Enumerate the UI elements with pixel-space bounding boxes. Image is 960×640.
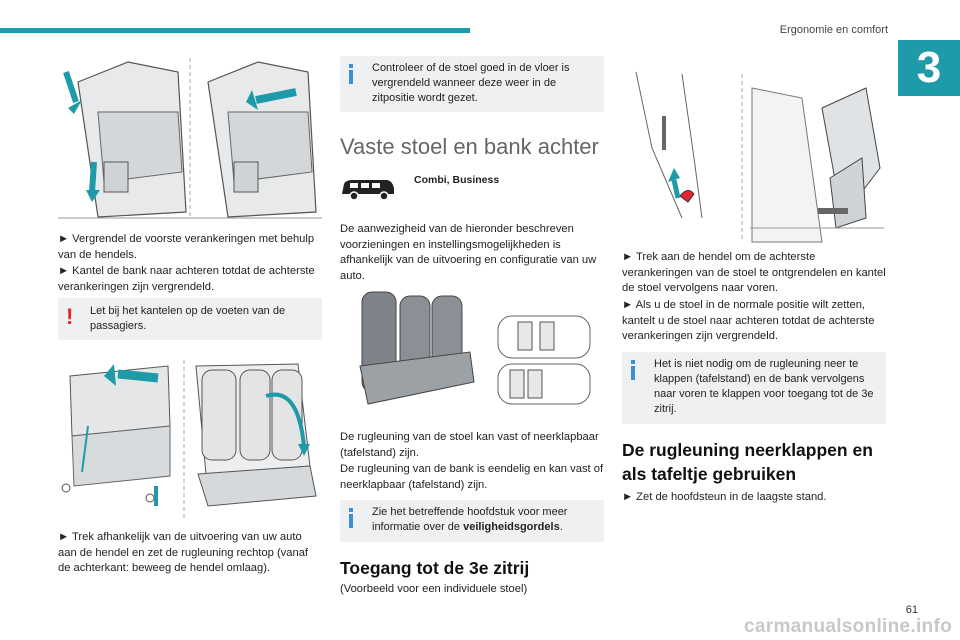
figure-rear-bench	[340, 286, 604, 412]
heading-third-row: Toegang tot de 3e zitrij	[340, 558, 530, 578]
info-note-text: Zie het betreffende hoofdstuk voor meer …	[372, 506, 568, 533]
header-accent-bar	[0, 28, 470, 33]
heading-fold-table: De rugleuning neerklappen en als tafeltj…	[622, 440, 873, 484]
vehicle-variant-row: Combi, Business	[340, 174, 604, 204]
instruction-headrest: ► Zet de hoofdsteun in de laagste stand.	[622, 491, 827, 503]
figure-seat-tilt-forward	[622, 68, 886, 246]
backrest-options-seat: De rugleuning van de stoel kan vast of n…	[340, 431, 599, 459]
backrest-options-bench: De rugleuning van de bank is eendelig en…	[340, 463, 604, 491]
seatbelts-link[interactable]: veiligheidsgordels	[463, 521, 560, 533]
rear-bench-illustration	[359, 291, 591, 405]
info-note-seatbelts: Zie het betreffende hoofdstuk voor meer …	[340, 500, 604, 542]
instruction-pull-lever: ► Trek aan de hendel om de achterste ver…	[622, 251, 886, 294]
instruction-lock-front: ► Vergrendel de voorste verankeringen me…	[58, 233, 315, 261]
info-icon-bar	[349, 70, 353, 84]
instruction-raise-backrest: ► Trek afhankelijk van de uitvoering van…	[58, 531, 309, 574]
info-note-text: Controleer of de stoel goed in de vloer …	[372, 62, 570, 104]
backrest-illustration	[58, 356, 322, 522]
info-note-period: .	[559, 521, 563, 533]
info-icon-bar	[349, 514, 353, 528]
info-icon	[349, 508, 353, 512]
van-icon	[342, 180, 394, 201]
chapter-tab: 3	[898, 40, 960, 96]
watermark: carmanualsonline.info	[744, 616, 952, 637]
info-icon	[349, 64, 353, 68]
info-note-table: Het is niet nodig om de rugleuning neer …	[622, 352, 886, 424]
info-icon-bar	[631, 366, 635, 380]
warning-text: Let bij het kantelen op de voeten van de…	[90, 305, 286, 332]
info-icon	[631, 360, 635, 364]
instruction-normal-position: ► Als u de stoel in de normale positie w…	[622, 299, 875, 342]
instruction-tilt-back: ► Kantel de bank naar achteren totdat de…	[58, 265, 315, 293]
page-number: 61	[905, 604, 918, 616]
seat-tilt-illustration	[635, 71, 884, 243]
info-note-text: Het is niet nodig om de rugleuning neer …	[654, 358, 874, 415]
figure-seat-unlock	[58, 52, 322, 222]
warning-box: ! Let bij het kantelen op de voeten van …	[58, 298, 322, 340]
info-note-lock: Controleer of de stoel goed in de vloer …	[340, 56, 604, 112]
warning-icon: !	[66, 304, 74, 329]
availability-text: De aanwezigheid van de hieronder beschre…	[340, 223, 597, 282]
section-title: Ergonomie en comfort	[779, 24, 888, 36]
figure-backrest-raise	[58, 356, 322, 522]
heading-fixed-seat: Vaste stoel en bank achter	[340, 134, 599, 159]
example-caption: (Voorbeeld voor een individuele stoel)	[340, 583, 528, 595]
variant-label: Combi, Business	[414, 174, 500, 186]
seat-lever-illustration	[58, 52, 322, 222]
